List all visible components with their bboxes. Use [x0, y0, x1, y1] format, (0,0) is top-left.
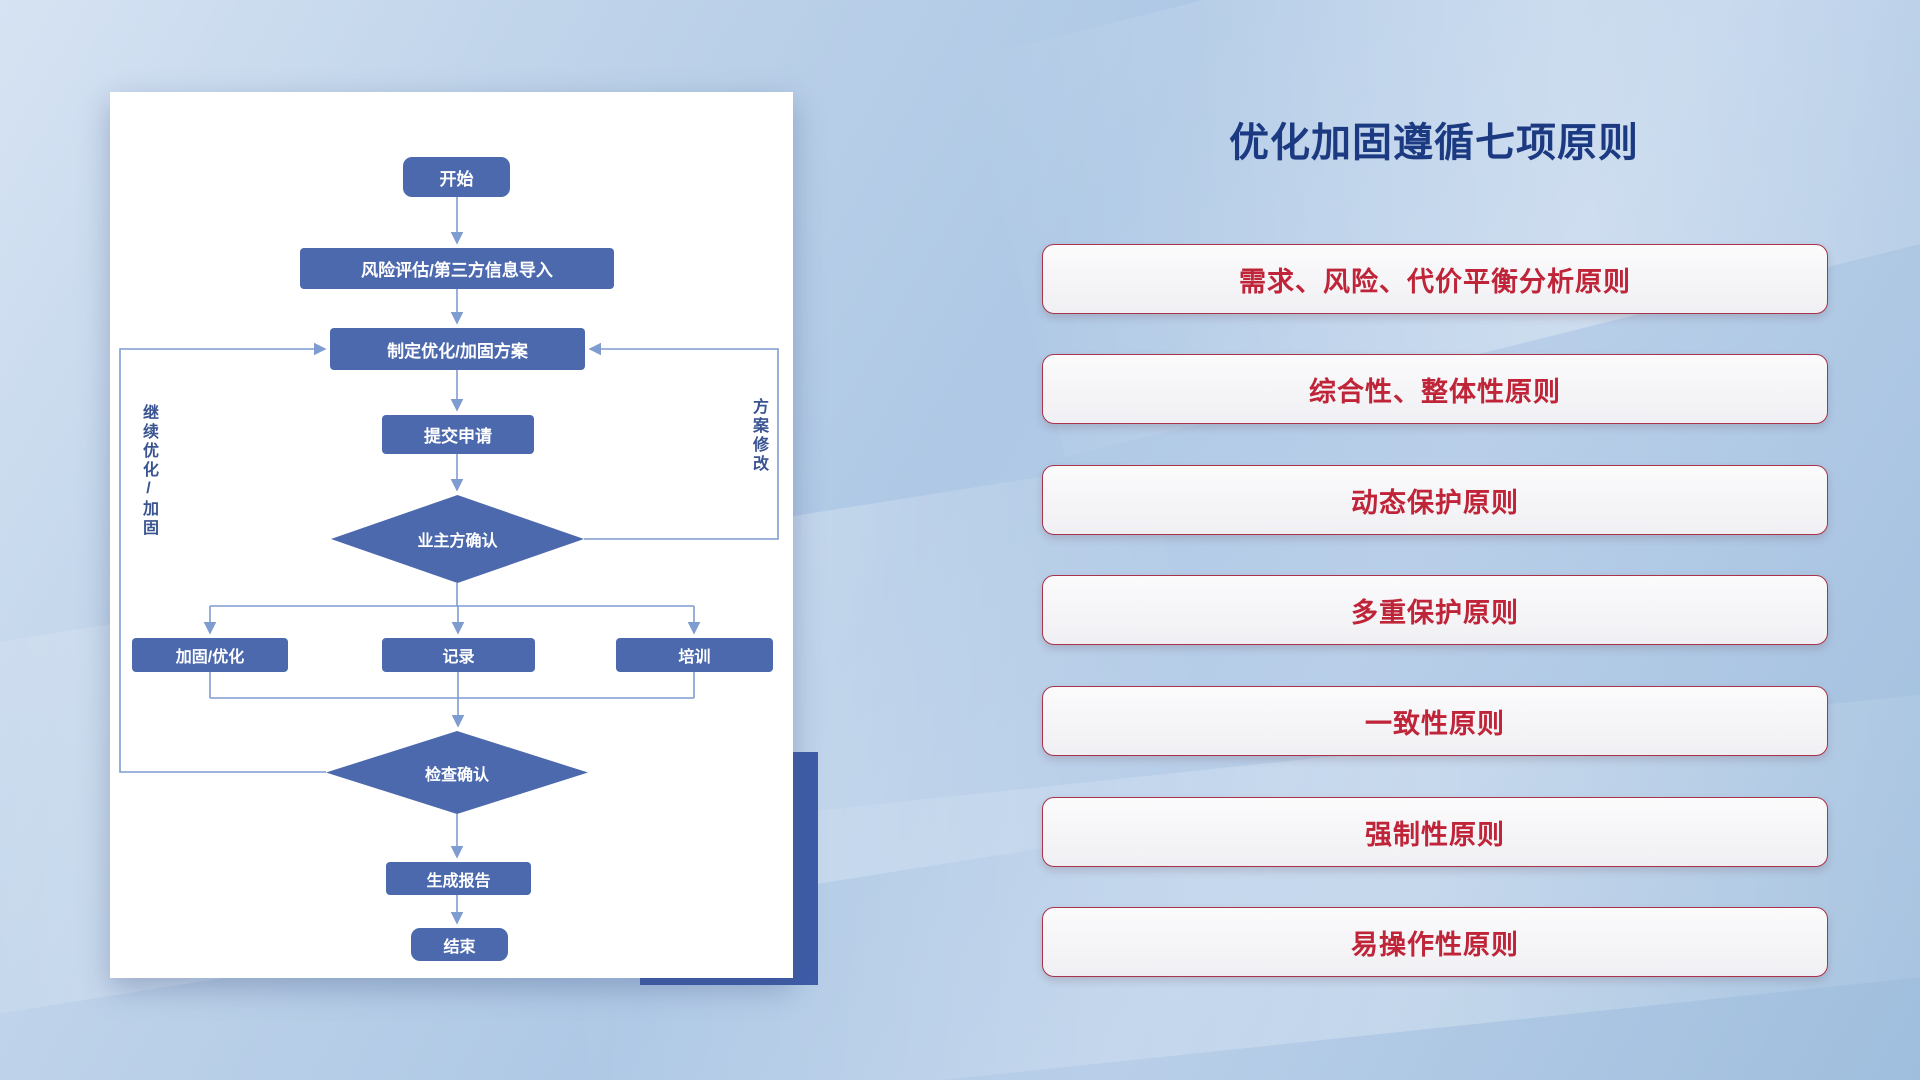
principle-label: 强制性原则 [1365, 819, 1505, 850]
flow-node-end: 结束 [411, 928, 508, 961]
flow-node-record: 记录 [382, 638, 535, 672]
flow-node-submit: 提交申请 [382, 415, 534, 454]
principles-panel: 优化加固遵循七项原则 需求、风险、代价平衡分析原则 综合性、整体性原则 动态保护… [1042, 0, 1828, 1080]
edge-label-continue-optimize: 继续优化/加固 [140, 404, 157, 538]
panel-title: 优化加固遵循七项原则 [1229, 121, 1639, 165]
principle-box-2: 综合性、整体性原则 [1042, 354, 1828, 424]
flow-connectors [119, 197, 779, 925]
principle-label: 易操作性原则 [1351, 929, 1519, 960]
principle-label: 多重保护原则 [1351, 597, 1519, 628]
principle-box-7: 易操作性原则 [1042, 907, 1828, 977]
edge-label-plan-revision: 方案修改 [750, 398, 767, 474]
principle-box-6: 强制性原则 [1042, 797, 1828, 867]
flow-node-report: 生成报告 [386, 862, 531, 895]
principle-box-5: 一致性原则 [1042, 686, 1828, 756]
principle-label: 一致性原则 [1365, 708, 1505, 739]
principle-label: 需求、风险、代价平衡分析原则 [1239, 266, 1631, 297]
flow-node-risk-import: 风险评估/第三方信息导入 [300, 248, 614, 289]
principle-box-4: 多重保护原则 [1042, 575, 1828, 645]
principle-box-3: 动态保护原则 [1042, 465, 1828, 535]
flowchart-card: 开始 风险评估/第三方信息导入 制定优化/加固方案 提交申请 业主方确认 加固/… [110, 92, 793, 978]
principle-label: 综合性、整体性原则 [1309, 376, 1561, 407]
flow-node-training: 培训 [616, 638, 773, 672]
flow-node-start: 开始 [403, 157, 510, 197]
flow-node-reinforce: 加固/优化 [132, 638, 288, 672]
flow-node-make-plan: 制定优化/加固方案 [330, 328, 585, 370]
principle-box-1: 需求、风险、代价平衡分析原则 [1042, 244, 1828, 314]
principle-label: 动态保护原则 [1351, 487, 1519, 518]
